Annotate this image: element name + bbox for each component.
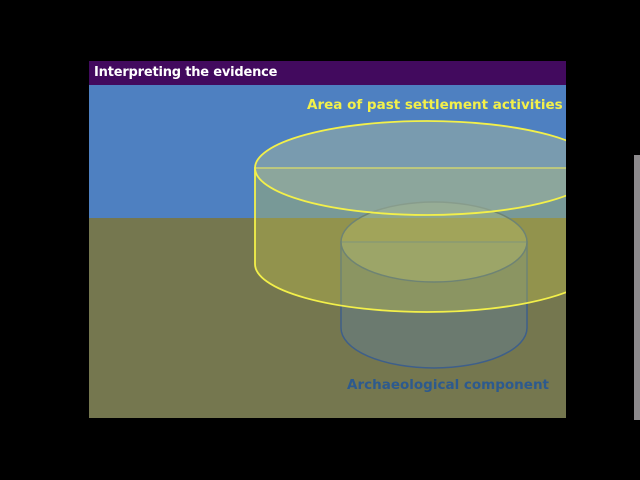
slide-title: Interpreting the evidence bbox=[94, 65, 278, 80]
settlement-area-label: Area of past settlement activities bbox=[307, 97, 563, 113]
archaeological-component-cylinder bbox=[340, 201, 528, 369]
slide-header-bar: Interpreting the evidence bbox=[89, 61, 566, 85]
settlement-area-cylinder bbox=[254, 120, 566, 313]
presentation-slide: Interpreting the evidence Area of past s… bbox=[89, 61, 566, 418]
ground-background bbox=[89, 218, 566, 418]
archaeological-component-label: Archaeological component bbox=[347, 377, 550, 393]
cylinder-diagram bbox=[254, 120, 566, 369]
next-slide-edge bbox=[634, 155, 640, 420]
